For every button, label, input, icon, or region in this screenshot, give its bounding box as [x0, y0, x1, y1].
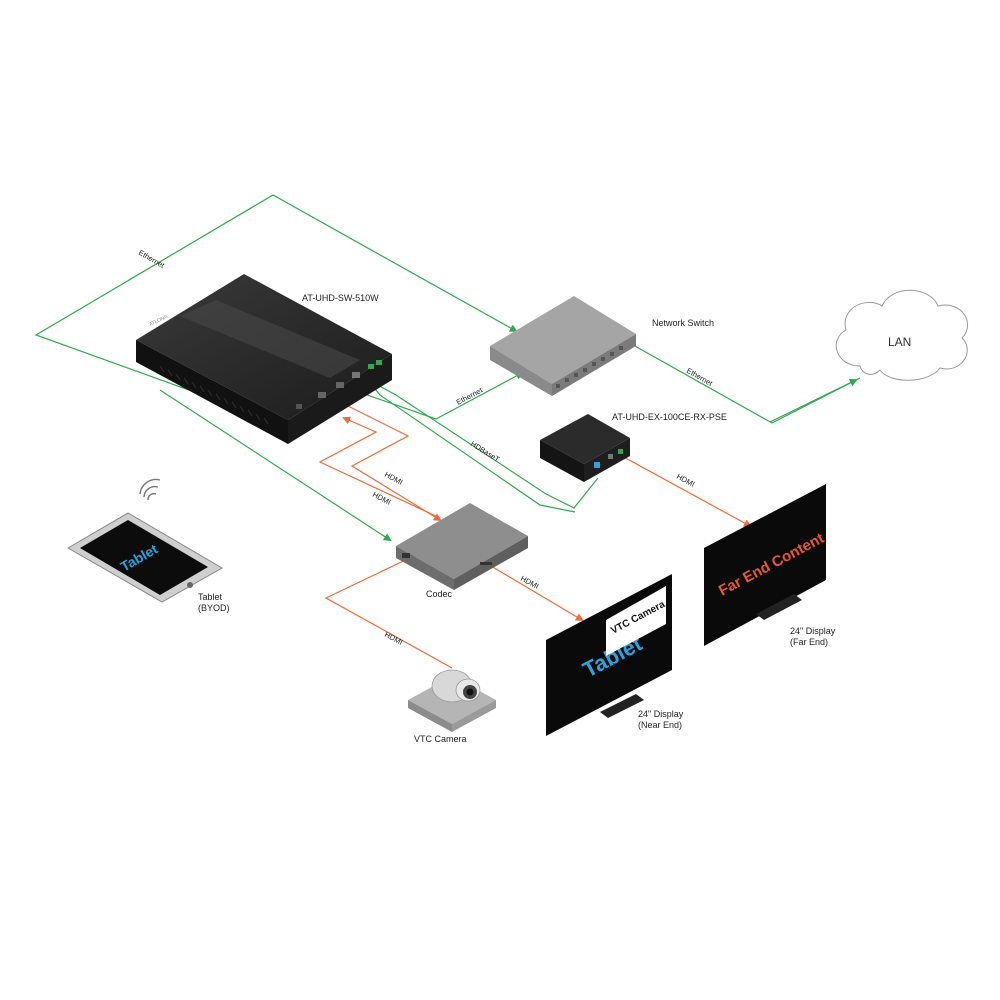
hdbaset-cable [371, 381, 599, 509]
hdmi-cable-display [485, 562, 584, 622]
display-near-label-line2: (Near End) [638, 720, 682, 730]
label-hdmi-camera: HDMI [383, 630, 404, 647]
network-switch-device [490, 296, 636, 396]
switcher-device: ATLONA [136, 274, 392, 444]
vtc-camera-label: VTC Camera [414, 734, 467, 744]
display-far-end: Far End Content [704, 484, 827, 646]
switcher-label: AT-UHD-SW-510W [302, 293, 379, 303]
ethernet-cable-top [34, 194, 518, 431]
display-far-label-line2: (Far End) [790, 637, 828, 647]
tablet-label-line2: (BYOD) [198, 603, 230, 613]
tablet-label-line1: Tablet [198, 592, 223, 602]
lan-cloud [835, 289, 968, 381]
vtc-camera-device [408, 669, 496, 732]
display-near-label-line1: 24" Display [638, 709, 684, 719]
hdmi-cable-b [339, 401, 442, 522]
display-near-end: Tablet VTC Camera [546, 574, 672, 736]
hdmi-cable-a [318, 416, 441, 519]
hdmi-cable-far [619, 454, 752, 527]
hdmi-cable-camera [324, 553, 453, 669]
label-hdbaset: HDBaseT [469, 439, 502, 464]
label-hdmi-b: HDMI [371, 490, 392, 507]
codec-device [396, 503, 528, 590]
codec-label: Codec [426, 589, 453, 599]
wifi-icon [139, 478, 161, 501]
ethernet-cable-lan [624, 340, 861, 424]
display-far-label-line1: 24" Display [790, 626, 836, 636]
tablet-device: Tablet [67, 478, 224, 603]
ethernet-cable-codec [159, 389, 392, 542]
receiver-label: AT-UHD-EX-100CE-RX-PSE [612, 412, 727, 422]
label-hdmi-a: HDMI [383, 470, 404, 487]
network-switch-label: Network Switch [652, 318, 714, 328]
lan-label: LAN [888, 335, 911, 349]
receiver-device [540, 414, 630, 482]
